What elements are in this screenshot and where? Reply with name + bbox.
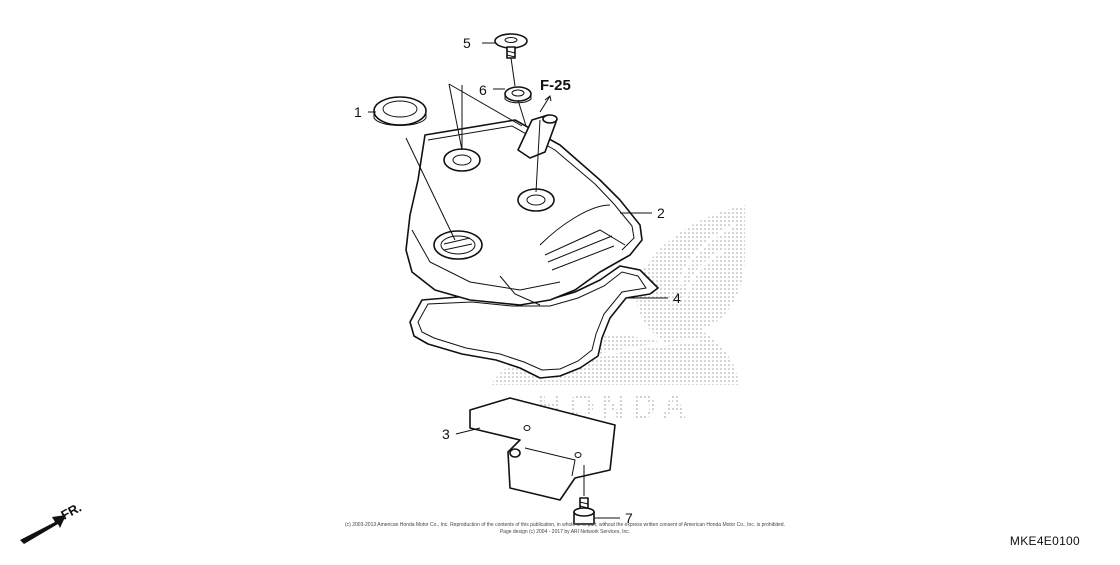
reference-f25: F-25 [540,77,571,94]
diagram-code: MKE4E0100 [1009,534,1080,548]
callout-2: 2 [657,205,665,221]
callout-6: 6 [479,82,487,98]
part-4-gasket [409,265,659,379]
callout-1: 1 [354,104,362,120]
part-2-cylinder-head-cover [405,114,643,306]
part-7-bolt [573,497,595,525]
callout-4: 4 [673,290,681,306]
copyright-notice: (c) 2003-2013 American Honda Motor Co., … [315,522,815,536]
leader-lines [368,42,668,519]
callout-3: 3 [442,426,450,442]
page-design-line: Page design (c) 2004 - 2017 by ARI Netwo… [499,529,631,535]
part-1-grommet [373,96,427,126]
part-3-plate [469,397,616,501]
part-5-bolt [494,33,528,59]
callout-5: 5 [463,35,471,51]
copyright-line: (c) 2003-2013 American Honda Motor Co., … [345,522,785,528]
callout-7: 7 [625,510,633,526]
part-6-washer [504,86,532,104]
front-arrow-icon [20,515,66,544]
